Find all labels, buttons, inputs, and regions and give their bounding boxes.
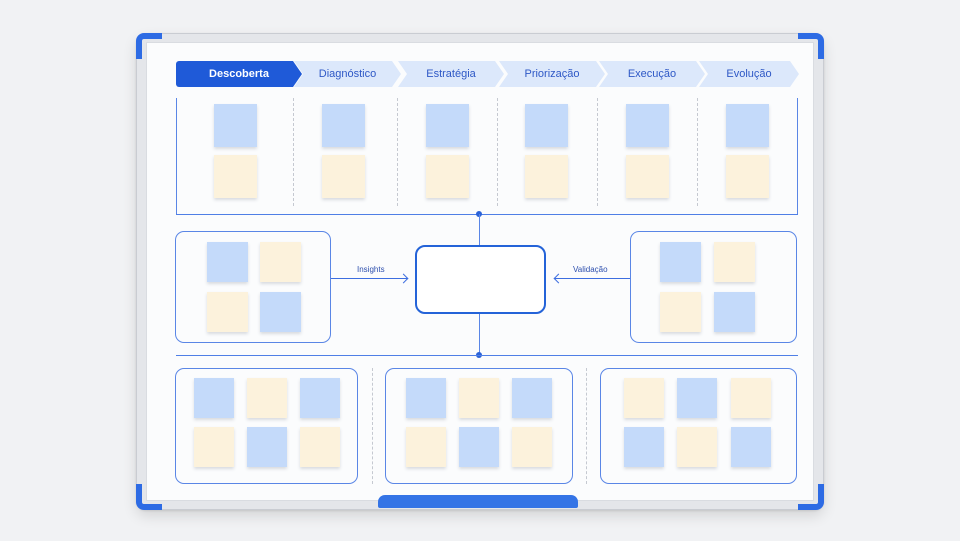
top-section-divider bbox=[176, 214, 798, 215]
sticky-note-yellow[interactable] bbox=[677, 427, 717, 467]
sticky-note-blue[interactable] bbox=[525, 104, 568, 147]
sticky-note-blue[interactable] bbox=[322, 104, 365, 147]
sticky-note-blue[interactable] bbox=[194, 378, 234, 418]
connector-line-top bbox=[479, 214, 480, 245]
sticky-note-yellow[interactable] bbox=[194, 427, 234, 467]
middle-section-divider bbox=[176, 355, 798, 356]
sticky-note-blue[interactable] bbox=[626, 104, 669, 147]
sticky-note-blue[interactable] bbox=[714, 292, 755, 332]
sticky-note-yellow[interactable] bbox=[406, 427, 446, 467]
sticky-note-yellow[interactable] bbox=[714, 242, 755, 282]
sticky-note-blue[interactable] bbox=[426, 104, 469, 147]
sticky-note-yellow[interactable] bbox=[459, 378, 499, 418]
sticky-note-blue[interactable] bbox=[624, 427, 664, 467]
top-section-left-border bbox=[176, 98, 177, 214]
sticky-note-blue[interactable] bbox=[677, 378, 717, 418]
sticky-note-blue[interactable] bbox=[300, 378, 340, 418]
sticky-note-yellow[interactable] bbox=[322, 155, 365, 198]
sticky-note-yellow[interactable] bbox=[624, 378, 664, 418]
column-divider bbox=[397, 98, 398, 206]
sticky-note-yellow[interactable] bbox=[731, 378, 771, 418]
sticky-note-blue[interactable] bbox=[459, 427, 499, 467]
frame-corner-bottom-left bbox=[136, 484, 162, 510]
sticky-note-blue[interactable] bbox=[207, 242, 248, 282]
bottom-group-box bbox=[385, 368, 573, 484]
stage-execucao[interactable]: Execução bbox=[599, 61, 705, 87]
stage-diagnostico[interactable]: Diagnóstico bbox=[294, 61, 401, 87]
insights-label: Insights bbox=[357, 265, 385, 274]
stage-evolucao[interactable]: Evolução bbox=[699, 61, 799, 87]
sticky-note-blue[interactable] bbox=[660, 242, 701, 282]
connector-line-bottom bbox=[479, 314, 480, 355]
sticky-note-blue[interactable] bbox=[214, 104, 257, 147]
frame-corner-top-right bbox=[798, 33, 824, 59]
marker-tray bbox=[378, 495, 578, 508]
sticky-note-yellow[interactable] bbox=[726, 155, 769, 198]
sticky-note-yellow[interactable] bbox=[660, 292, 701, 332]
column-divider bbox=[597, 98, 598, 206]
bottom-group-box bbox=[175, 368, 358, 484]
sticky-note-yellow[interactable] bbox=[214, 155, 257, 198]
insights-source-box bbox=[175, 231, 331, 343]
sticky-note-yellow[interactable] bbox=[260, 242, 301, 282]
stage-priorizacao[interactable]: Priorização bbox=[499, 61, 605, 87]
sticky-note-yellow[interactable] bbox=[300, 427, 340, 467]
stage-descoberta[interactable]: Descoberta bbox=[176, 61, 302, 87]
sticky-note-yellow[interactable] bbox=[207, 292, 248, 332]
sticky-note-blue[interactable] bbox=[731, 427, 771, 467]
frame-corner-bottom-right bbox=[798, 484, 824, 510]
sticky-note-blue[interactable] bbox=[512, 378, 552, 418]
column-divider bbox=[497, 98, 498, 206]
sticky-note-blue[interactable] bbox=[726, 104, 769, 147]
top-section-right-border bbox=[797, 98, 798, 214]
column-divider bbox=[293, 98, 294, 206]
sticky-note-yellow[interactable] bbox=[426, 155, 469, 198]
sticky-note-yellow[interactable] bbox=[525, 155, 568, 198]
central-hub-box[interactable] bbox=[415, 245, 546, 314]
sticky-note-yellow[interactable] bbox=[512, 427, 552, 467]
frame-corner-top-left bbox=[136, 33, 162, 59]
group-divider bbox=[586, 368, 587, 484]
sticky-note-yellow[interactable] bbox=[247, 378, 287, 418]
bottom-group-box bbox=[600, 368, 797, 484]
validacao-label: Validação bbox=[573, 265, 608, 274]
validacao-arrow bbox=[555, 278, 630, 279]
stage-estrategia[interactable]: Estratégia bbox=[398, 61, 504, 87]
insights-arrow bbox=[331, 278, 407, 279]
column-divider bbox=[697, 98, 698, 206]
sticky-note-blue[interactable] bbox=[247, 427, 287, 467]
sticky-note-blue[interactable] bbox=[260, 292, 301, 332]
sticky-note-blue[interactable] bbox=[406, 378, 446, 418]
validacao-source-box bbox=[630, 231, 797, 343]
sticky-note-yellow[interactable] bbox=[626, 155, 669, 198]
group-divider bbox=[372, 368, 373, 484]
